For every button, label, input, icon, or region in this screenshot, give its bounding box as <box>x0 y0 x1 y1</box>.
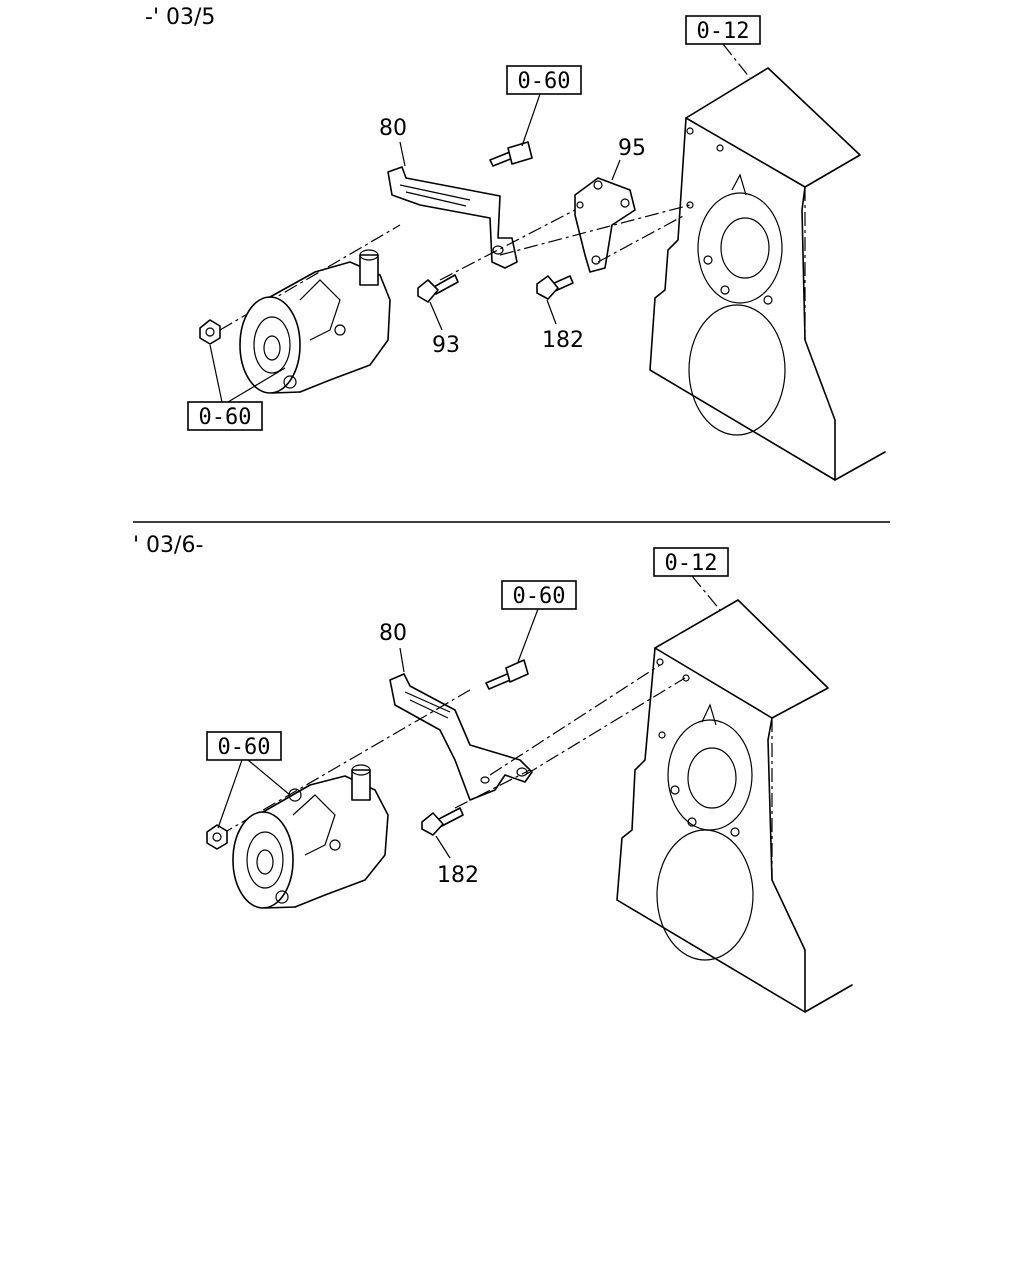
ref-label-nuts-bottom: 0-60 <box>218 735 271 760</box>
ref-label-engine-bottom: 0-12 <box>665 551 718 576</box>
section-top: -' 03/5 0-12 <box>145 5 886 481</box>
bracket-80-bottom <box>389 673 533 801</box>
ref-box-bolt-bottom: 0-60 <box>501 580 577 610</box>
ref-box-bolt-top: 0-60 <box>506 65 582 95</box>
engine-block-bottom <box>616 599 853 1013</box>
nut-bottom <box>206 824 228 850</box>
ref-box-engine-bottom: 0-12 <box>653 547 729 577</box>
bracket-80-top <box>387 166 518 269</box>
part-label-182-bottom: 182 <box>437 863 479 888</box>
bolt-bottom <box>485 659 529 690</box>
section-top-label: -' 03/5 <box>145 5 215 30</box>
part-label-182-top: 182 <box>542 328 584 353</box>
section-bottom: ' 03/6- 0-12 <box>133 533 853 1013</box>
part-label-93-top: 93 <box>432 333 460 358</box>
nut-top <box>199 319 221 345</box>
section-bottom-label: ' 03/6- <box>133 533 203 558</box>
bolt-93-top <box>417 274 459 303</box>
ref-box-nuts-top: 0-60 <box>187 401 263 431</box>
ref-label-bolt-bottom: 0-60 <box>513 584 566 609</box>
plate-95-top <box>574 177 636 273</box>
ref-box-engine-top: 0-12 <box>685 15 761 45</box>
ref-label-engine-top: 0-12 <box>697 19 750 44</box>
part-label-80-bottom: 80 <box>379 621 407 646</box>
alternator-top <box>239 249 391 394</box>
ref-label-nuts-top: 0-60 <box>199 405 252 430</box>
ref-box-nuts-bottom: 0-60 <box>206 731 282 761</box>
bolt-182-top <box>536 275 574 300</box>
part-label-80-top: 80 <box>379 116 407 141</box>
ref-label-bolt-top: 0-60 <box>518 69 571 94</box>
alternator-bottom <box>232 764 389 909</box>
engine-block-top <box>649 67 886 481</box>
bolt-182-bottom <box>421 807 464 836</box>
part-label-95-top: 95 <box>618 136 646 161</box>
bolt-top <box>489 141 533 167</box>
